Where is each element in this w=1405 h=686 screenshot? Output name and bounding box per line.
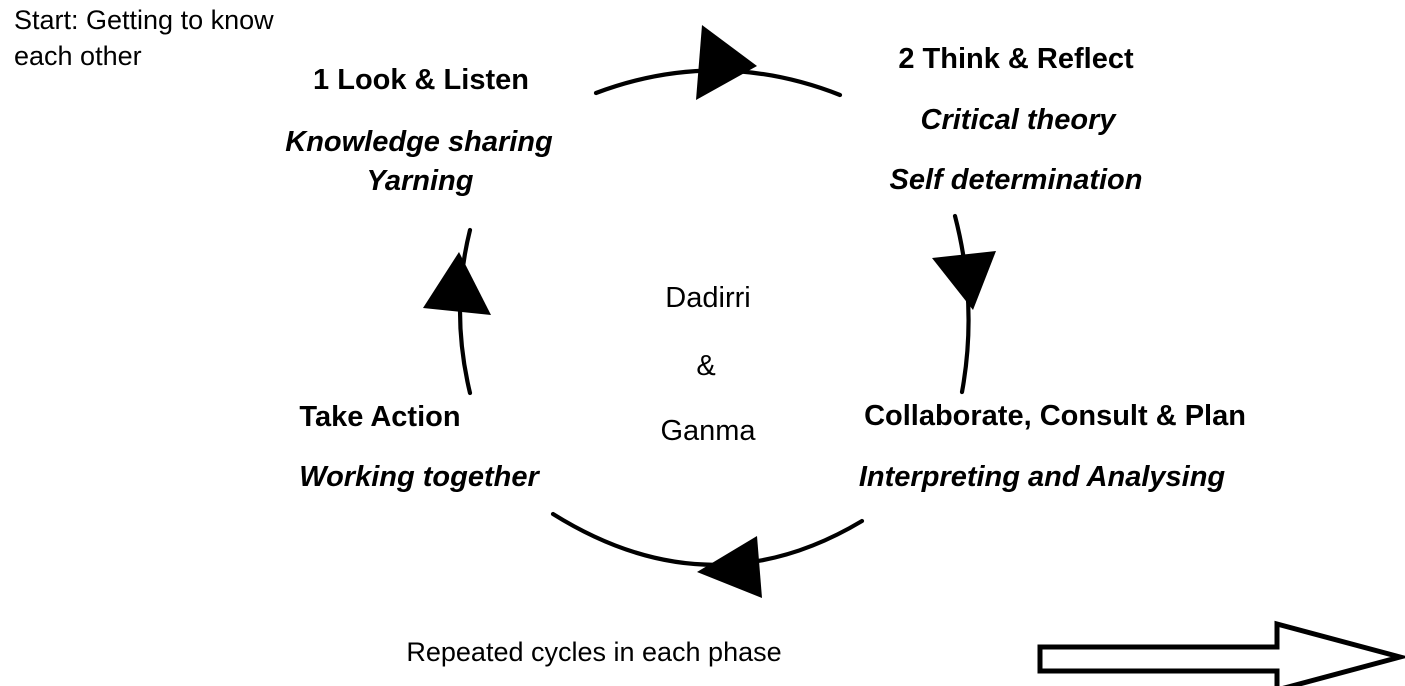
node-think-reflect-sub2: Self determination xyxy=(889,164,1143,196)
node-take-action-title: Take Action xyxy=(299,401,461,433)
bottom-arc-arrow xyxy=(550,511,865,598)
node-look-listen-title: 1 Look & Listen xyxy=(313,64,529,96)
center-label-ganma: Ganma xyxy=(660,415,756,447)
top-arc-arrow xyxy=(593,25,843,100)
center-label-dadirri: Dadirri xyxy=(665,282,751,314)
right-arc-arrow xyxy=(932,213,996,395)
node-collaborate-title: Collaborate, Consult & Plan xyxy=(864,400,1246,432)
node-think-reflect-sub1: Critical theory xyxy=(920,104,1116,136)
node-think-reflect-title: 2 Think & Reflect xyxy=(898,43,1134,75)
node-look-listen-sub2: Yarning xyxy=(366,165,474,197)
node-collaborate-sub1: Interpreting and Analysing xyxy=(858,461,1226,493)
node-take-action-sub1: Working together xyxy=(299,461,539,493)
start-label: Start: Getting to know each other xyxy=(14,5,274,72)
node-look-listen-sub1: Knowledge sharing xyxy=(285,126,553,158)
left-arc-arrow xyxy=(423,227,491,396)
center-label-ampersand: & xyxy=(696,350,716,382)
footer-caption: Repeated cycles in each phase xyxy=(406,637,782,667)
